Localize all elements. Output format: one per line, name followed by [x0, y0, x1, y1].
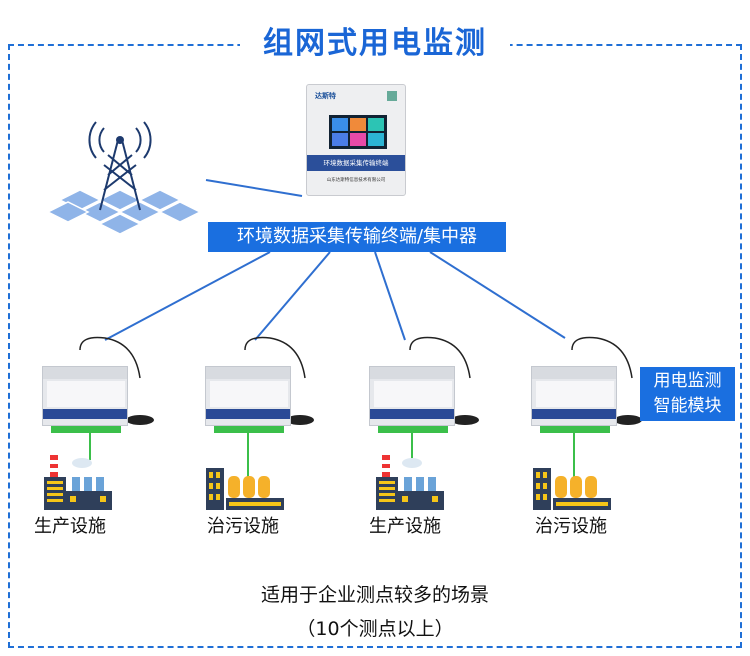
- facility-label: 生产设施: [34, 516, 106, 537]
- module-callout: 用电监测 智能模块: [640, 367, 735, 421]
- link-module-3: [374, 251, 406, 341]
- data-terminal-device: 达斯特 环境数据采集传输终端 山东达斯特信息技术有限公司: [306, 84, 406, 196]
- facility-label: 治污设施: [207, 516, 279, 537]
- page-title: 组网式用电监测: [240, 22, 510, 66]
- footer-line1: 适用于企业测点较多的场景: [260, 584, 489, 606]
- terminal-band: 环境数据采集传输终端: [307, 155, 405, 171]
- module-callout-line1: 用电监测: [653, 371, 722, 391]
- treatment-plant-icon: [533, 468, 611, 510]
- facility-label: 治污设施: [535, 516, 607, 537]
- terminal-company: 山东达斯特信息技术有限公司: [326, 178, 386, 183]
- monitoring-module-3: [369, 366, 455, 433]
- monitoring-module-2: [205, 366, 291, 433]
- monitoring-module-1: [42, 366, 128, 433]
- link-module-1: [104, 251, 271, 341]
- concentrator-label: 环境数据采集传输终端/集中器: [208, 222, 506, 252]
- terminal-screen: [329, 115, 387, 149]
- terminal-logo: 达斯特: [315, 92, 336, 100]
- link-module-4: [429, 251, 566, 339]
- monitoring-module-4: [531, 366, 617, 433]
- link-tower-terminal: [205, 179, 303, 197]
- treatment-plant-icon: [206, 468, 284, 510]
- facility-label: 生产设施: [369, 516, 441, 537]
- link-module-2: [254, 251, 331, 341]
- footer-line2: （10个测点以上）: [296, 618, 454, 640]
- factory-icon: [44, 455, 112, 510]
- tower-icon: [46, 121, 202, 235]
- qr-code: [387, 91, 397, 101]
- module-callout-line2: 智能模块: [653, 396, 722, 416]
- factory-icon: [376, 455, 444, 510]
